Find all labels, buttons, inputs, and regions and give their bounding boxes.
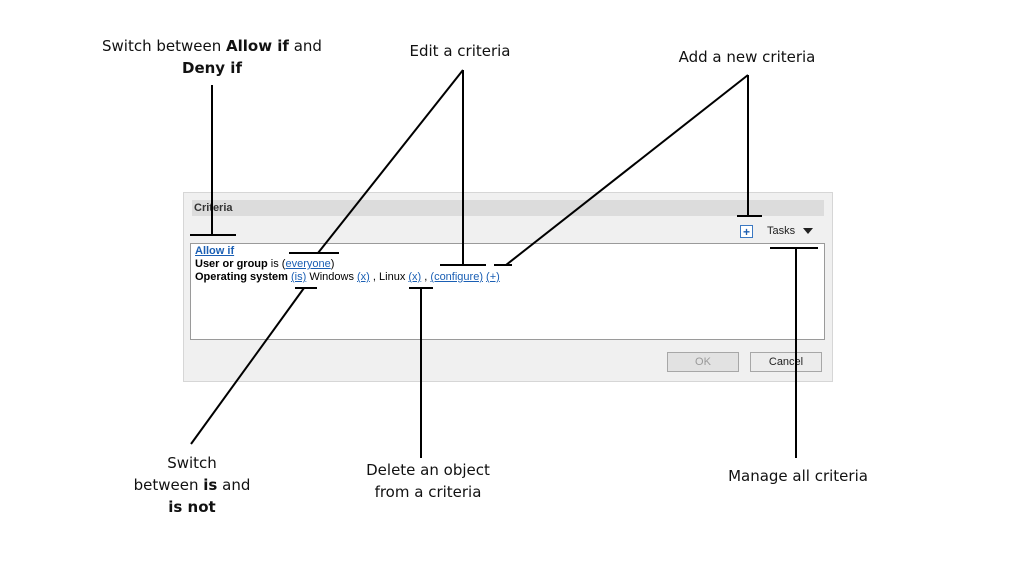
criteria-field-user: User or group [195,258,268,270]
configure-os-link[interactable]: (configure) [430,271,483,283]
os-item-linux: Linux [379,271,406,283]
add-os-link[interactable]: (+) [486,271,500,283]
edit-user-criteria-link[interactable]: everyone [285,258,331,270]
callout-text: and [288,37,322,55]
criteria-row-os: Operating system (is) Windows (x) , Linu… [195,271,820,284]
callout-bold: Allow if [226,37,289,55]
is-toggle-link[interactable]: (is) [290,271,307,283]
os-item-windows: Windows [309,271,354,283]
separator: , [424,271,428,283]
callout-manage-all: Manage all criteria [728,467,868,485]
callout-add-criteria: Add a new criteria [678,48,816,66]
toolbar: + Tasks [740,222,814,240]
callout-line-is-diag [190,287,305,445]
callout-bold: is not [168,498,216,516]
criteria-row-user: User or group is (everyone) [195,258,820,271]
allow-if-toggle[interactable]: Allow if [195,245,235,257]
criteria-op: is [267,258,282,270]
paren-close: ) [330,258,335,270]
tasks-label: Tasks [767,225,796,237]
callout-line-add-diag [505,74,749,266]
criteria-field-os: Operating system [195,271,288,283]
callout-switch-is: Switch between is and is not [122,452,262,518]
separator: , [372,271,376,283]
callout-text: from a criteria [374,483,482,501]
tasks-menu-button[interactable]: Tasks [767,225,814,237]
callout-bold: Deny if [182,59,242,77]
add-criteria-icon[interactable]: + [740,224,753,238]
callout-bold: is [203,476,218,494]
callout-text: Switch [167,454,217,472]
callout-text: and [217,476,251,494]
remove-windows-link[interactable]: (x) [357,271,370,283]
callout-line-edit-left [317,69,464,254]
cancel-button[interactable]: Cancel [750,352,822,372]
remove-linux-link[interactable]: (x) [408,271,422,283]
callout-text: Switch between [102,37,227,55]
callout-edit-criteria: Edit a criteria [409,42,511,60]
paren-open: ( [281,258,286,270]
rule-mode-row: Allow if [195,245,820,258]
ok-button[interactable]: OK [667,352,739,372]
callout-delete-object: Delete an object from a criteria [348,459,508,503]
callout-text: Delete an object [366,461,490,479]
callout-switch-allow-deny: Switch between Allow if and Deny if [92,35,332,79]
callout-text: between [133,476,204,494]
caret-down-icon [803,228,814,234]
criteria-editor: Allow if User or group is (everyone) Ope… [190,243,825,340]
